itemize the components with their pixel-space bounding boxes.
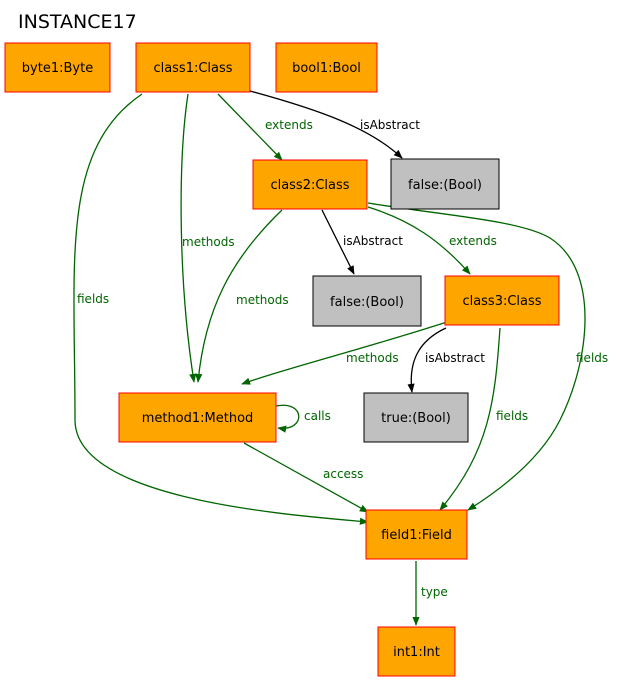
node-class2[interactable]: class2:Class [252,159,368,210]
edge-method1-calls-method1 [275,404,300,433]
node-bool1[interactable]: bool1:Bool [275,42,378,93]
node-label: method1:Method [142,411,254,426]
edge-class3-isabstract-true [407,327,447,393]
edge-label-fields: fields [576,351,608,365]
node-label: true:(Bool) [381,411,451,426]
node-label: bool1:Bool [292,61,361,76]
node-class1[interactable]: class1:Class [135,42,251,93]
diagram-title: INSTANCE17 [18,11,137,33]
node-class3[interactable]: class3:Class [444,275,560,326]
edge-label-isabstract: isAbstract [425,351,485,365]
edge-class2-fields-field1 [367,202,586,511]
edges: extends isAbstract methods fields method… [73,90,608,626]
node-label: class2:Class [270,178,349,193]
node-method1[interactable]: method1:Method [118,392,277,443]
node-label: false:(Bool) [408,178,482,193]
edge-class2-isabstract-false [321,209,355,275]
edge-class2-extends-class3 [367,206,471,275]
edge-class1-extends-class2 [217,93,283,161]
edge-method1-access-field1 [243,442,369,513]
edge-class1-methods-method1 [180,93,197,383]
node-int1[interactable]: int1:Int [377,626,456,677]
node-field1[interactable]: field1:Field [365,509,468,560]
edge-label-methods: methods [346,351,399,365]
node-false-b[interactable]: false:(Bool) [312,275,422,327]
edge-label-methods: methods [182,235,235,249]
node-byte1[interactable]: byte1:Byte [4,42,111,93]
edge-label-isabstract: isAbstract [360,118,420,132]
node-label: class1:Class [153,61,232,76]
edge-label-fields: fields [77,292,109,306]
node-true-a[interactable]: true:(Bool) [363,392,469,443]
node-label: false:(Bool) [330,295,404,310]
edge-label-extends: extends [265,118,313,132]
edge-label-isabstract: isAbstract [343,234,403,248]
edge-class1-fields-field1 [73,93,369,525]
edge-class2-methods-method1 [195,209,283,383]
nodes: byte1:Byte class1:Class bool1:Bool class… [4,42,560,677]
node-label: field1:Field [381,528,452,543]
edge-label-calls: calls [304,409,331,423]
edge-label-methods: methods [236,293,289,307]
edge-class1-isabstract-false [249,90,403,159]
node-false-a[interactable]: false:(Bool) [390,158,500,210]
edge-class3-fields-field1 [439,327,501,511]
node-label: int1:Int [393,645,440,660]
edge-label-access: access [323,467,363,481]
edge-class3-methods-method1 [241,321,448,385]
edge-label-fields: fields [496,409,528,423]
edge-label-extends: extends [449,234,497,248]
node-label: class3:Class [462,294,541,309]
edge-label-type: type [421,585,448,599]
node-label: byte1:Byte [22,61,93,76]
